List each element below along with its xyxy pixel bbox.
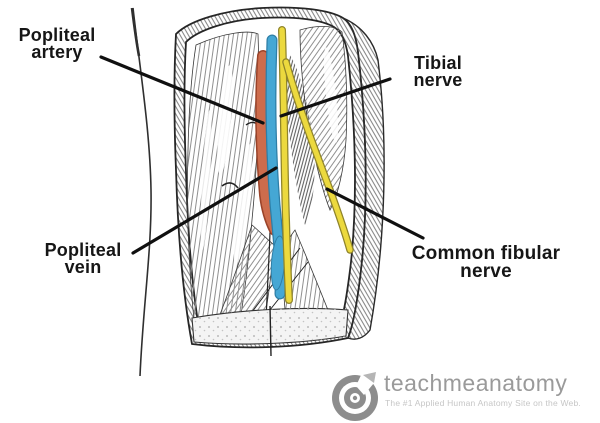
label-text: Popliteal [44, 240, 122, 260]
popliteal-artery-highlight [255, 50, 281, 236]
tendon-highlight [200, 110, 212, 250]
tendon-highlight [233, 143, 253, 267]
leader-tibial-nerve [279, 77, 392, 118]
label-text: Tibial [414, 53, 462, 73]
tendon-highlight [323, 47, 339, 143]
vertical-pin-line [269, 305, 272, 357]
skin-flap-right [342, 17, 385, 340]
label-text: nerve [413, 70, 463, 90]
label-text: artery [31, 42, 83, 62]
label-popliteal-vein: Popliteal vein [30, 240, 136, 277]
watermark-tagline: The #1 Applied Human Anatomy Site on the… [385, 398, 581, 408]
label-text: Popliteal [18, 25, 96, 45]
label-text: nerve [460, 261, 512, 282]
tibial-nerve-highlight [278, 26, 293, 304]
leader-popliteal-artery [99, 55, 265, 125]
cut-vessel-hook [221, 182, 239, 189]
leader-common-fibular-nerve [325, 187, 425, 240]
teachmeanatomy-logo-icon [332, 372, 378, 421]
label-common-fibular-nerve: Common fibular nerve [398, 243, 574, 282]
label-popliteal-artery: Popliteal artery [6, 25, 108, 62]
common-fibular-nerve-highlight [282, 58, 354, 254]
label-tibial-nerve: Tibial nerve [398, 53, 478, 90]
label-text: Common fibular [411, 243, 561, 264]
tendon-highlight [217, 65, 233, 175]
leader-lines [99, 55, 425, 255]
saphenous-vein-line-top [130, 7, 141, 57]
watermark: teachmeanatomy The #1 Applied Human Anat… [330, 370, 598, 422]
label-text: vein [64, 257, 102, 277]
watermark-name: teachmeanatomy [384, 370, 568, 396]
leader-popliteal-vein [131, 166, 278, 255]
saphenous-vein-line [132, 7, 152, 377]
